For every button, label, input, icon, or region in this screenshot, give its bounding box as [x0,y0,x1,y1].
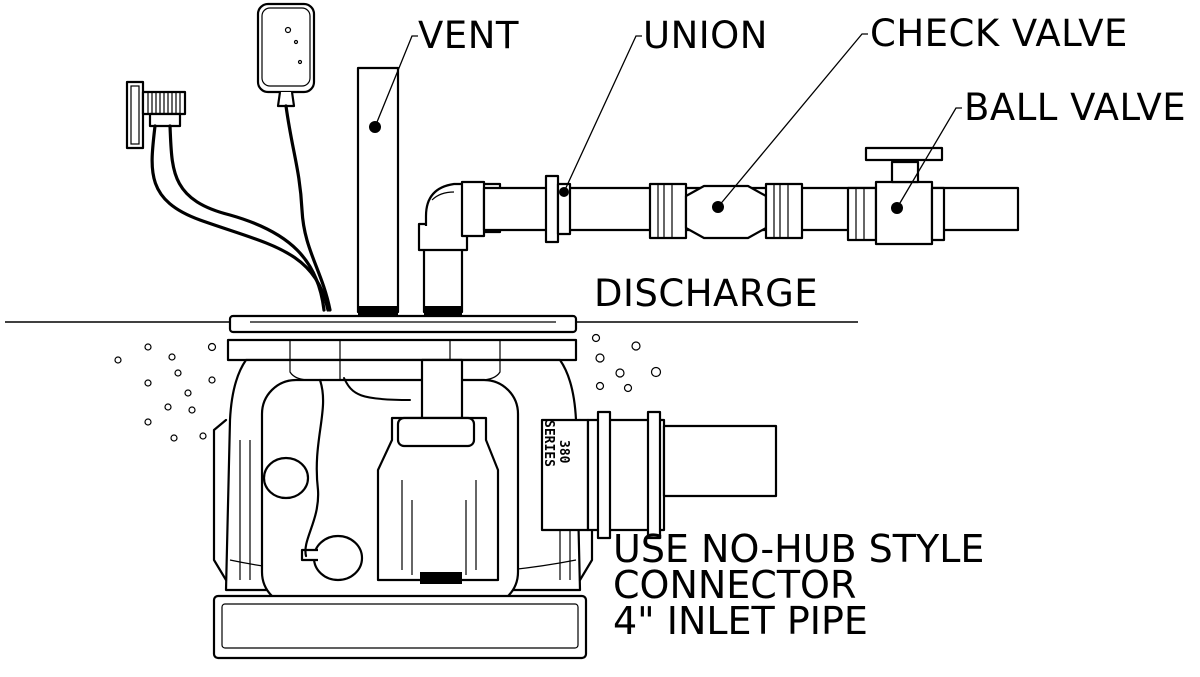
float-switch-plug [125,80,187,150]
inlet-pipe [540,410,778,540]
discharge-label: DISCHARGE [594,272,818,315]
ball-valve [846,146,946,246]
model-number-emboss: 380 [556,440,571,464]
series-emboss: SERIES [541,420,556,467]
ball-valve-label: BALL VALVE [964,86,1186,129]
vent-pipe [356,66,400,316]
vent-label: VENT [418,14,519,57]
leader-lines [374,33,962,209]
check-valve-label: CHECK VALVE [870,12,1128,55]
alarm-panel [256,2,316,108]
check-valve [648,182,804,240]
union-fitting [544,174,572,244]
pump [376,358,500,584]
note-line-1: USE NO-HUB STYLE [613,527,984,571]
soil-dots-right [591,333,662,393]
note-line-3: 4" INLET PIPE [613,599,868,643]
union-label: UNION [643,14,768,57]
soil-dots-left [114,342,217,442]
note-line-2: CONNECTOR [613,563,856,607]
float-switches [262,377,411,582]
cables [150,104,332,312]
